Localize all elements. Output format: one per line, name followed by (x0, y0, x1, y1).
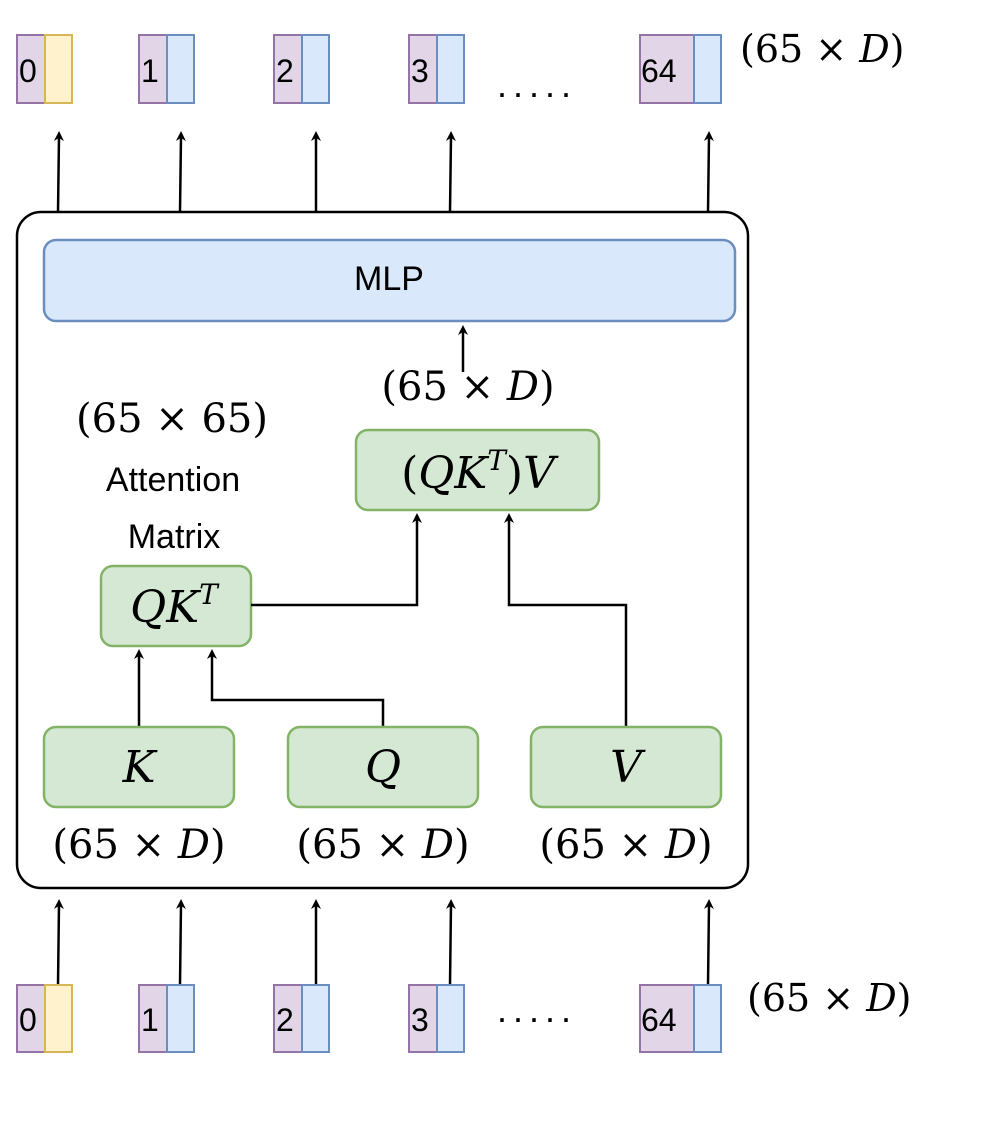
token-id-cell (408, 984, 438, 1053)
token-cls-embedding (44, 984, 73, 1053)
input-arrow (175, 899, 186, 986)
token-label: 3 (411, 1002, 429, 1038)
token-patch-embedding (166, 34, 195, 104)
input-arrows (53, 899, 714, 986)
output-arrows (53, 131, 714, 213)
attention-label-line2: Matrix (128, 518, 221, 556)
attention-label-line1: Attention (106, 461, 240, 499)
v-label: V (610, 742, 646, 793)
token-0: 0 (16, 34, 73, 104)
q-dim-label: (65 × D) (296, 822, 469, 868)
v-dim-label: (65 × D) (539, 822, 712, 868)
token-patch-embedding (301, 34, 330, 104)
token-id-cell (639, 34, 695, 104)
token-64: 64 (639, 34, 722, 104)
output-arrow (53, 131, 64, 213)
mlp-input-dim-label: (65 × D) (381, 364, 554, 410)
token-label: 2 (276, 53, 294, 89)
k-dim-label: (65 × D) (52, 822, 225, 868)
output-arrow (175, 131, 186, 213)
token-0: 0 (16, 984, 73, 1053)
token-label: 0 (19, 53, 37, 89)
token-label: 2 (276, 1002, 294, 1038)
qktv-label: (QKT)V (401, 444, 559, 499)
input-arrow (445, 899, 456, 986)
qkt-label: QKT (130, 578, 220, 633)
attention-connectors (134, 513, 628, 727)
token-2: 2 (273, 34, 330, 104)
output-arrow (445, 131, 456, 213)
token-label: 3 (411, 53, 429, 89)
token-ellipsis: ..... (497, 989, 577, 1030)
token-id-cell (138, 984, 168, 1053)
token-label: 1 (141, 53, 159, 89)
input-arrow (53, 899, 64, 986)
token-2: 2 (273, 984, 330, 1053)
token-id-cell (639, 984, 695, 1053)
output-arrow (703, 131, 714, 213)
transformer-block (15, 210, 750, 890)
k-box: K (42, 725, 236, 809)
q-to-qkt-arrow (207, 649, 385, 727)
token-id-cell (273, 34, 303, 104)
token-label: 64 (641, 53, 677, 89)
v-box: V (529, 725, 723, 809)
attention-dim-label: (65 × 65) (76, 396, 268, 442)
token-label: 1 (141, 1002, 159, 1038)
token-patch-embedding (166, 984, 195, 1053)
token-patch-embedding (436, 984, 465, 1053)
token-ellipsis: ..... (497, 64, 577, 105)
token-3: 3 (408, 34, 465, 104)
input-dim-label: (65 × D) (747, 976, 911, 1020)
token-3: 3 (408, 984, 465, 1053)
token-label: 0 (19, 1002, 37, 1038)
mlp-box: MLP (42, 238, 737, 323)
token-patch-embedding (301, 984, 330, 1053)
token-64: 64 (639, 984, 722, 1053)
token-id-cell (16, 984, 46, 1053)
input-tokens: 0 1 2 3 ..... 64 (65 × D) (16, 976, 911, 1053)
qktv-box: (QKT)V (354, 428, 601, 512)
mlp-label: MLP (354, 260, 424, 298)
v-to-qktv-arrow (504, 513, 628, 727)
token-1: 1 (138, 34, 195, 104)
q-box: Q (286, 725, 480, 809)
token-label: 64 (641, 1002, 677, 1038)
k-label: K (122, 742, 158, 793)
q-label: Q (365, 742, 401, 793)
token-1: 1 (138, 984, 195, 1053)
token-cls-embedding (44, 34, 73, 104)
token-id-cell (138, 34, 168, 104)
token-patch-embedding (693, 984, 722, 1053)
output-dim-label: (65 × D) (740, 27, 904, 71)
token-patch-embedding (436, 34, 465, 104)
output-tokens: 0 1 2 3 ..... 64 (65 × D) (16, 27, 904, 105)
token-id-cell (16, 34, 46, 104)
qkt-box: QKT (99, 564, 253, 648)
token-patch-embedding (693, 34, 722, 104)
token-id-cell (273, 984, 303, 1053)
qkt-to-qktv-arrow (251, 513, 422, 607)
input-arrow (703, 899, 714, 986)
